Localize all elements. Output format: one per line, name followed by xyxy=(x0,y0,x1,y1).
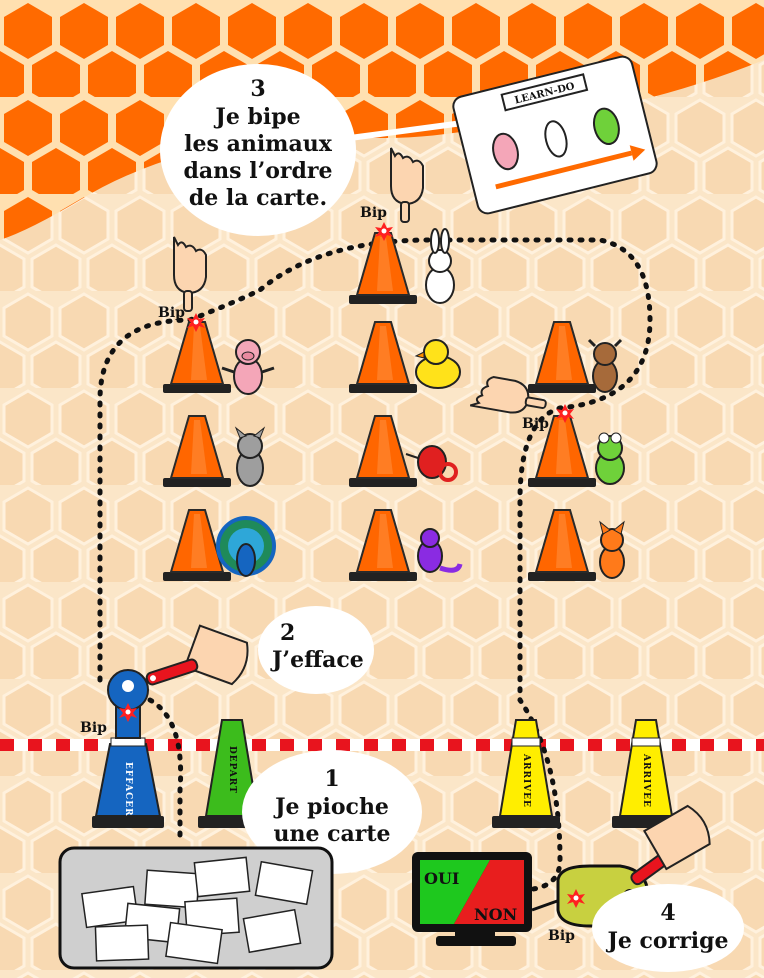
effacer-label: EFFACER xyxy=(123,762,133,817)
bip-label: Bip xyxy=(548,928,575,944)
step1-line1: Je pioche xyxy=(273,794,389,820)
card-logo-frame xyxy=(500,73,589,112)
orange-honeycomb xyxy=(0,0,764,240)
step3-line3: dans l’ordre xyxy=(184,158,333,184)
step3-number: 3 xyxy=(250,76,265,102)
step1-line2: une carte xyxy=(273,821,390,847)
bip-label: Bip xyxy=(158,305,185,321)
chick-icon xyxy=(414,339,461,389)
step2-bubble xyxy=(258,606,374,694)
step4-line1: Je corrige xyxy=(605,928,728,954)
cow-icon xyxy=(587,338,623,393)
step3-line4: de la carte. xyxy=(189,185,327,211)
chameleon-icon xyxy=(405,445,458,482)
frog-icon xyxy=(595,432,625,485)
fox-icon xyxy=(599,520,625,579)
bip-label: Bip xyxy=(522,416,549,432)
step4-bubble xyxy=(592,884,744,972)
step3-line1: Je bipe xyxy=(213,104,300,130)
hand-pointer-icon xyxy=(642,804,711,871)
scanner-wand-icon xyxy=(145,658,199,686)
step3-bubble xyxy=(160,64,356,236)
arrivee-label: ARRIVEE xyxy=(521,753,531,808)
step3-line2: les animaux xyxy=(184,131,333,157)
dotted-path-effacer xyxy=(147,697,184,843)
animal-card: LEARN-DO xyxy=(452,55,658,215)
effacer-cone[interactable]: EFFACER xyxy=(92,669,164,828)
bip-label: Bip xyxy=(360,205,387,221)
peacock-icon xyxy=(216,516,276,577)
pig-icon xyxy=(221,339,275,395)
card-deck-icon[interactable] xyxy=(58,846,334,970)
arrivee-cone-1[interactable]: ARRIVEE xyxy=(492,719,560,828)
lizard-icon xyxy=(417,528,463,573)
screen-yes: OUI xyxy=(424,869,459,888)
step2-line1: J’efface xyxy=(270,647,364,673)
bip-label: Bip xyxy=(80,720,107,736)
step4-number: 4 xyxy=(660,900,675,926)
depart-label: DEPART xyxy=(227,746,237,794)
barrier-tape xyxy=(0,739,764,751)
arrivee-label: ARRIVEE xyxy=(641,753,651,808)
step1-number: 1 xyxy=(324,766,339,792)
monitor-icon[interactable]: OUI NON xyxy=(412,852,532,946)
screen-no: NON xyxy=(474,905,517,924)
step2-number: 2 xyxy=(280,620,295,646)
dotted-path xyxy=(97,237,653,893)
wolf-icon xyxy=(234,426,266,487)
step1-bubble xyxy=(242,750,422,874)
rabbit-icon xyxy=(425,228,455,304)
hand-pointer-icon xyxy=(183,624,249,686)
